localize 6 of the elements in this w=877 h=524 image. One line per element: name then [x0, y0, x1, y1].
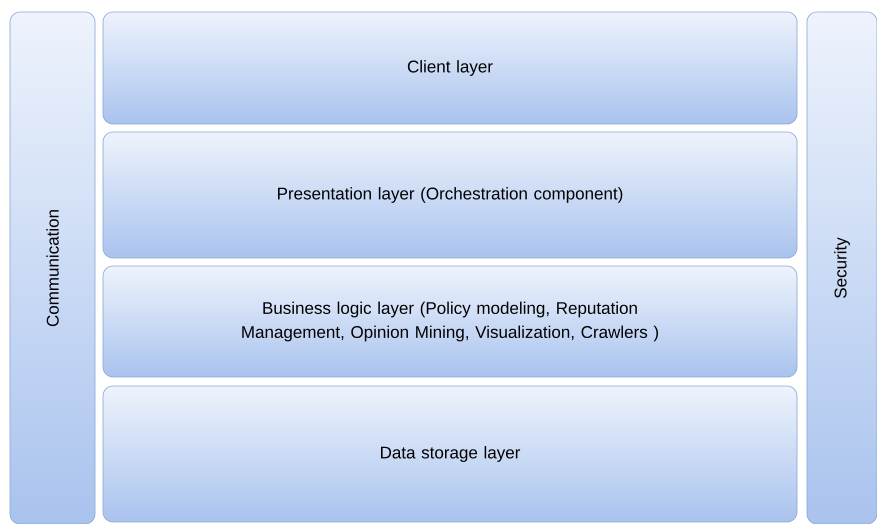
- layer-box: Presentation layer (Orchestration component): [102, 132, 798, 258]
- layer-box: Client layer: [102, 12, 798, 124]
- side-bar: Security: [806, 12, 877, 524]
- layer-box: Data storage layer: [102, 386, 798, 522]
- side-bar: Communication: [10, 12, 96, 524]
- layer-box: Business logic layer (Policy modeling, Reputation Management, Opinion Mining, Visualization, Crawlers ): [102, 266, 798, 378]
